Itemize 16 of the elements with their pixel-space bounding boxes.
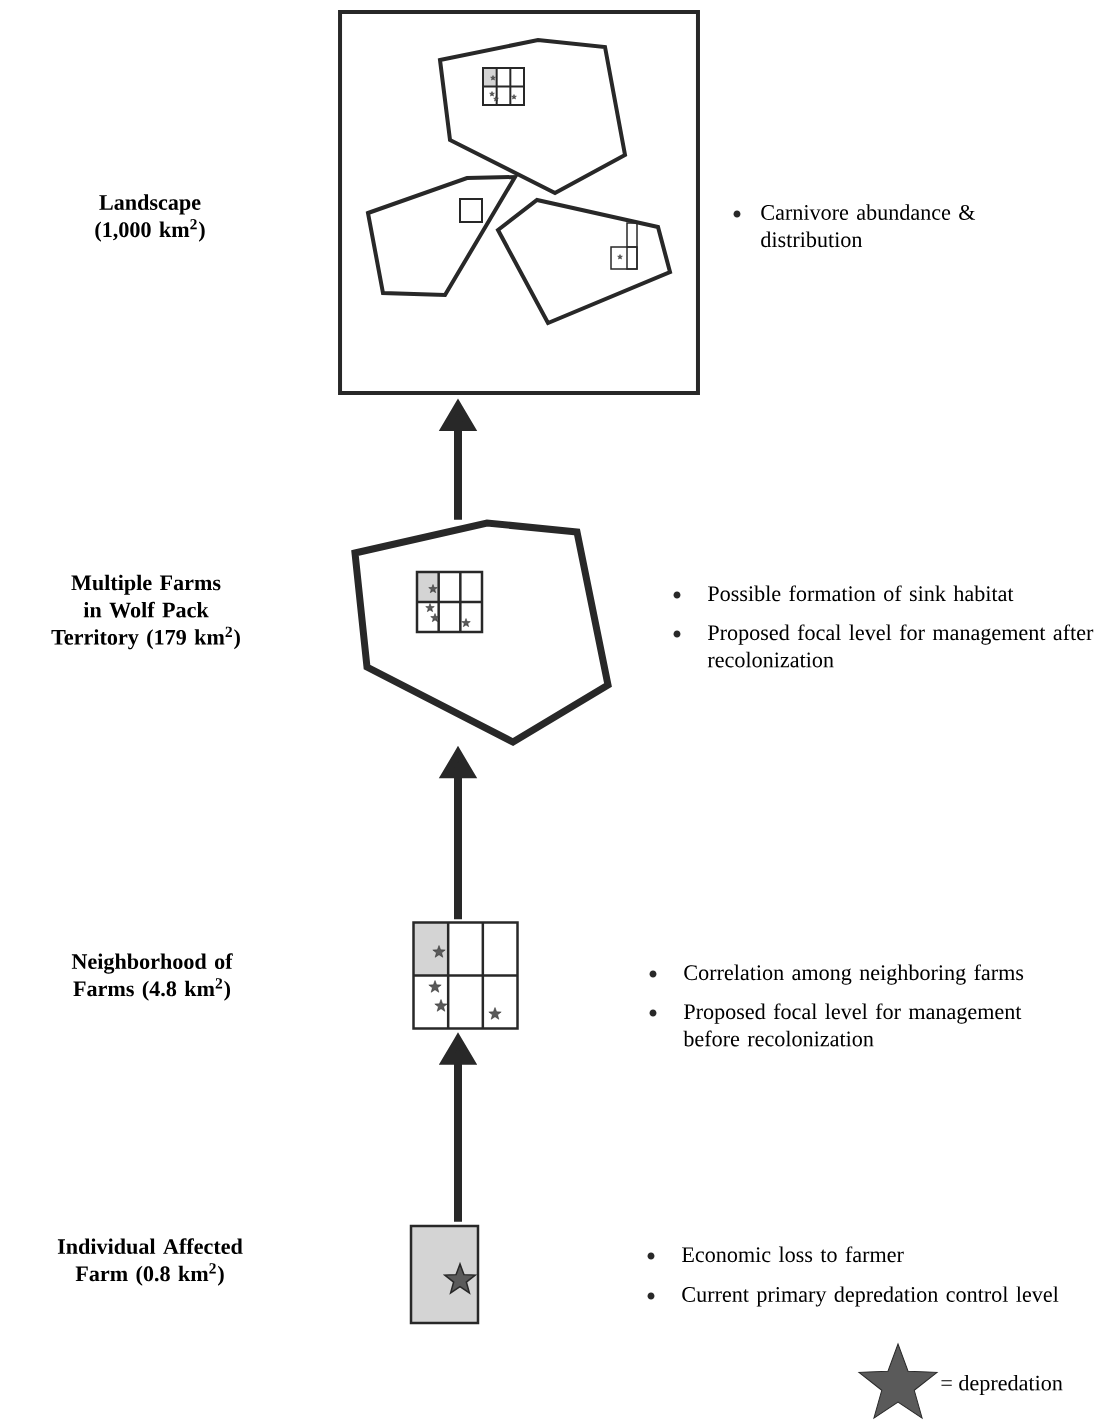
bullet-text: Current primary depredation control level xyxy=(682,1286,1059,1307)
level-title: Individual Affected Farm (0.8 km$^{2}$) xyxy=(57,1238,243,1286)
bullet-text: Proposed focal level for management before recolonization xyxy=(683,1003,1022,1047)
farm-plot xyxy=(409,1224,480,1325)
bullet-text: Proposed focal level for management after recolonization xyxy=(707,624,1094,668)
bullet-text: Possible formation of sink habitat xyxy=(708,585,1014,602)
bullet-text: Carnivore abundance & distribution xyxy=(761,204,976,248)
territory-map xyxy=(351,519,612,746)
bullet-text: Correlation among neighboring farms xyxy=(684,964,1024,985)
level-title: Neighborhood of Farms (4.8 km$^{2}$) xyxy=(71,953,233,1001)
level-title: Landscape (1,000 km$^{2}$) xyxy=(95,194,205,242)
farm-grid xyxy=(412,921,519,1030)
bullet-text: Economic loss to farmer xyxy=(682,1246,904,1263)
landscape-map xyxy=(338,10,700,395)
level-title: Multiple Farms in Wolf Pack Territory (179 km$^{2}$) xyxy=(51,574,240,650)
legend-text: = depredation xyxy=(941,1375,1063,1396)
